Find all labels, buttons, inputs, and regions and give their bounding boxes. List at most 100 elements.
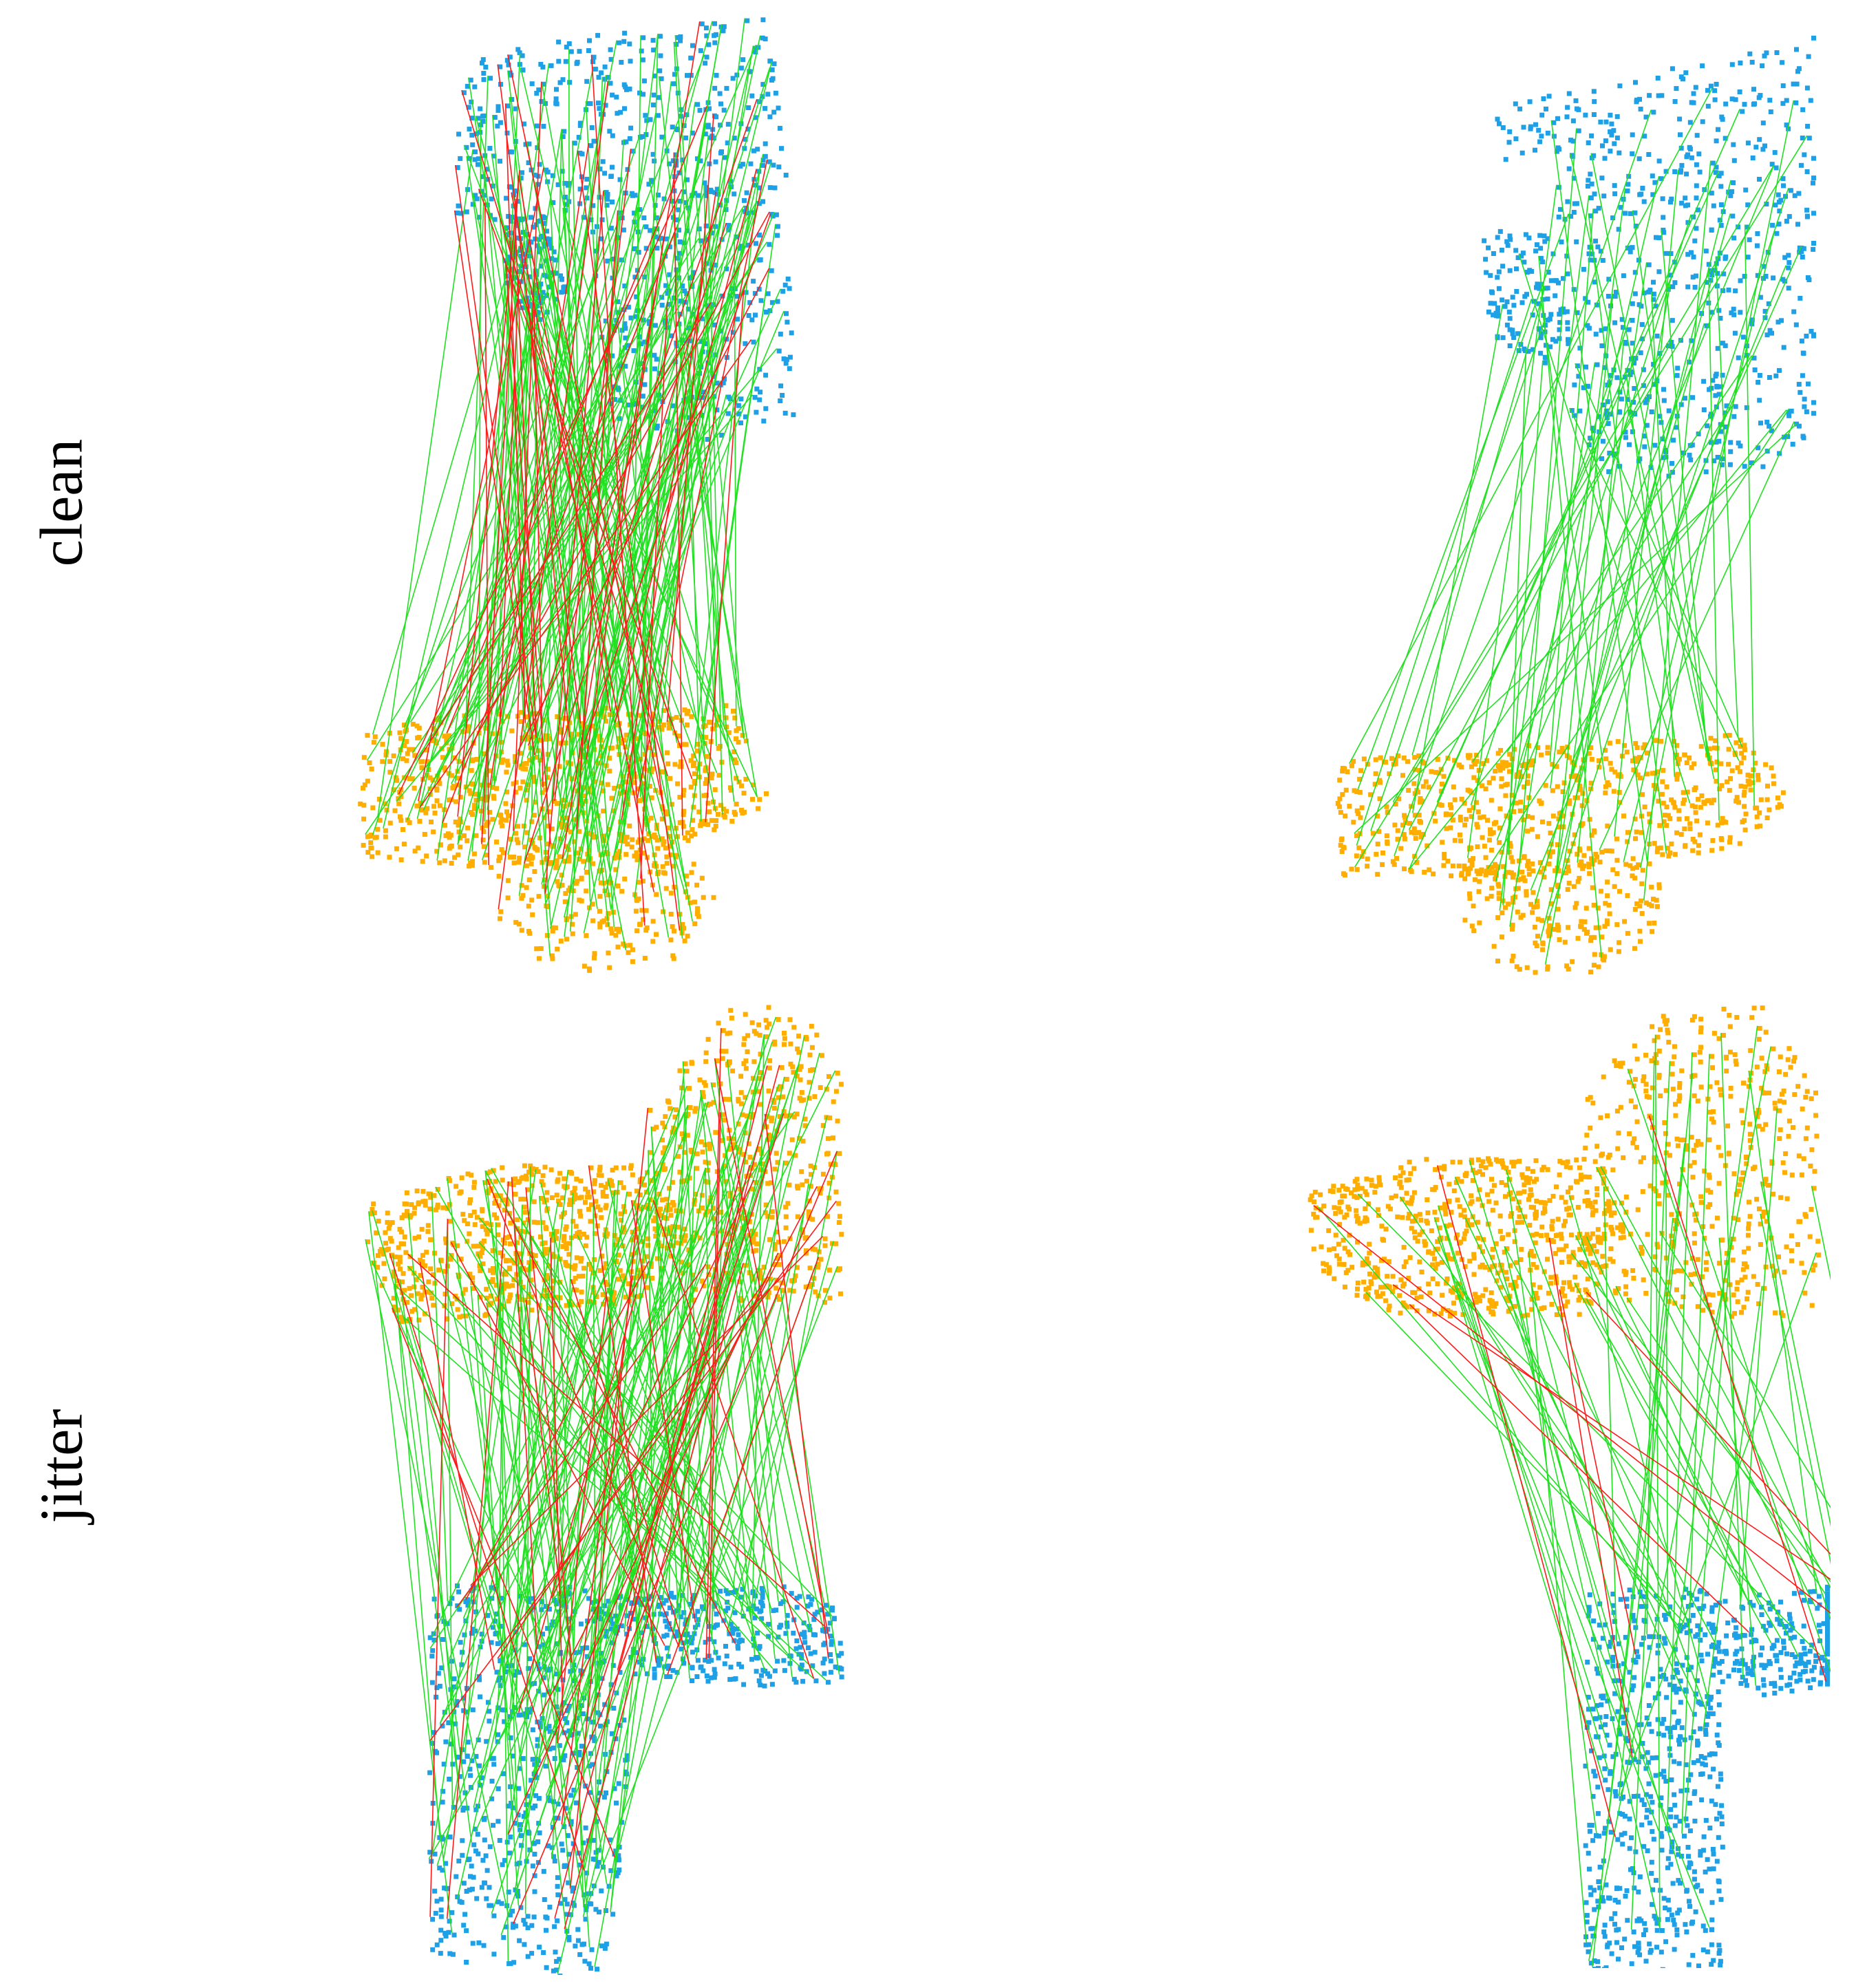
- correct-match-line: [1720, 1032, 1744, 1678]
- correct-match-line: [658, 76, 735, 802]
- correct-match-line: [1508, 349, 1527, 855]
- correct-match-line: [1546, 188, 1789, 923]
- wrong-match-line: [457, 170, 520, 817]
- wrong-match-line: [576, 210, 619, 829]
- correct-match-line: [562, 208, 615, 927]
- correct-match-line: [674, 35, 725, 725]
- wrong-match-line: [446, 1181, 509, 1919]
- correct-match-line: [1539, 180, 1731, 941]
- correct-match-line: [687, 1235, 692, 1602]
- wrong-match-line: [514, 220, 537, 738]
- wrong-match-line: [419, 339, 752, 809]
- correct-match-line: [1444, 1223, 1608, 1743]
- wrong-match-line: [764, 1113, 829, 1659]
- correct-match-line: [1550, 120, 1648, 862]
- correct-match-line: [648, 1150, 654, 1642]
- correct-match-line: [525, 1235, 634, 1830]
- wrong-match-line: [478, 189, 693, 780]
- wrong-match-line: [1586, 1292, 1831, 1555]
- correct-match-line: [522, 236, 600, 845]
- correct-match-line: [677, 311, 745, 739]
- wrong-match-line: [504, 103, 526, 723]
- correct-match-line: [368, 1211, 453, 1933]
- correct-match-line: [407, 1316, 537, 1759]
- correct-match-line: [1708, 268, 1720, 821]
- wrong-match-line: [513, 81, 542, 831]
- correct-match-line: [491, 1084, 780, 1914]
- correct-match-line: [399, 1279, 472, 1843]
- correct-match-line: [478, 1241, 833, 1616]
- wrong-match-line: [640, 301, 668, 879]
- correct-match-line: [1651, 291, 1676, 777]
- correct-match-line: [695, 193, 745, 739]
- correct-match-line: [1744, 224, 1755, 806]
- correct-match-line: [407, 1265, 713, 1601]
- correct-match-line: [584, 35, 761, 870]
- correct-match-line: [732, 1160, 785, 1588]
- correct-match-line: [539, 214, 670, 938]
- wrong-match-line: [518, 175, 611, 712]
- correct-match-line: [1588, 213, 1667, 854]
- wrong-match-line: [1559, 1289, 1636, 1655]
- wrong-match-line: [513, 1151, 838, 1924]
- wrong-match-line: [507, 1252, 779, 1835]
- wrong-match-line: [590, 54, 646, 926]
- correct-match-line: [1409, 409, 1787, 870]
- correct-match-line: [1555, 294, 1614, 883]
- correct-match-line: [1408, 343, 1671, 831]
- correct-match-line: [442, 1201, 559, 1861]
- correct-match-line: [540, 67, 771, 782]
- correct-match-line: [1570, 1252, 1831, 1583]
- wrong-match-line: [442, 227, 677, 824]
- correct-match-line: [1586, 1298, 1782, 1639]
- correct-match-line: [1437, 1237, 1710, 1927]
- correct-match-line: [527, 21, 713, 712]
- correct-match-line: [1455, 1287, 1660, 1832]
- correct-match-line: [682, 1061, 707, 1625]
- wrong-match-line: [561, 1275, 633, 1825]
- correct-match-line: [577, 293, 721, 761]
- correct-match-line: [583, 169, 758, 934]
- correct-match-line: [1646, 1060, 1655, 1634]
- correct-match-line: [431, 1193, 449, 1601]
- wrong-match-line: [389, 1253, 585, 1871]
- correct-match-line: [701, 1093, 824, 1629]
- wrong-match-line: [584, 213, 771, 745]
- correct-match-line: [1365, 1292, 1685, 1623]
- correct-match-line: [1661, 230, 1708, 756]
- target-point-cloud: [1335, 733, 1786, 975]
- wrong-match-line: [588, 1165, 657, 1663]
- point-cloud-canvas: [358, 17, 796, 973]
- wrong-match-line: [461, 211, 770, 763]
- correct-match-line: [1760, 1213, 1831, 1565]
- correct-match-line: [546, 1292, 693, 1614]
- correspondence-lines: [1313, 1025, 1831, 1967]
- row-label-jitter: jitter: [28, 1409, 96, 1524]
- correct-match-line: [598, 153, 764, 881]
- correct-match-line: [438, 1258, 545, 1667]
- wrong-match-line: [1436, 1165, 1617, 1837]
- wrong-match-line: [465, 1261, 650, 1601]
- correct-match-line: [1505, 1169, 1707, 1712]
- correct-match-line: [623, 1225, 669, 1632]
- wrong-match-line: [450, 1241, 665, 1646]
- wrong-match-line: [626, 1065, 768, 1627]
- correspondence-panel-jitter-right: [1280, 991, 1831, 1968]
- wrong-match-line: [554, 149, 632, 802]
- correct-match-line: [600, 1168, 706, 1865]
- point-clouds: [1308, 1005, 1830, 1968]
- correct-match-line: [1499, 195, 1590, 911]
- wrong-match-line: [554, 1164, 751, 1919]
- correct-match-line: [1811, 1186, 1831, 1281]
- correct-match-line: [376, 149, 473, 818]
- correct-match-line: [454, 1296, 774, 1669]
- correct-match-line: [668, 1226, 758, 1647]
- wrong-match-line: [705, 1028, 722, 1659]
- correct-match-line: [1506, 1177, 1597, 1834]
- correct-match-line: [1603, 1186, 1617, 1642]
- wrong-match-line: [524, 222, 727, 864]
- correct-match-line: [458, 66, 594, 795]
- correct-match-line: [1392, 164, 1775, 802]
- correct-match-line: [578, 398, 690, 802]
- correct-match-line: [668, 1111, 685, 1591]
